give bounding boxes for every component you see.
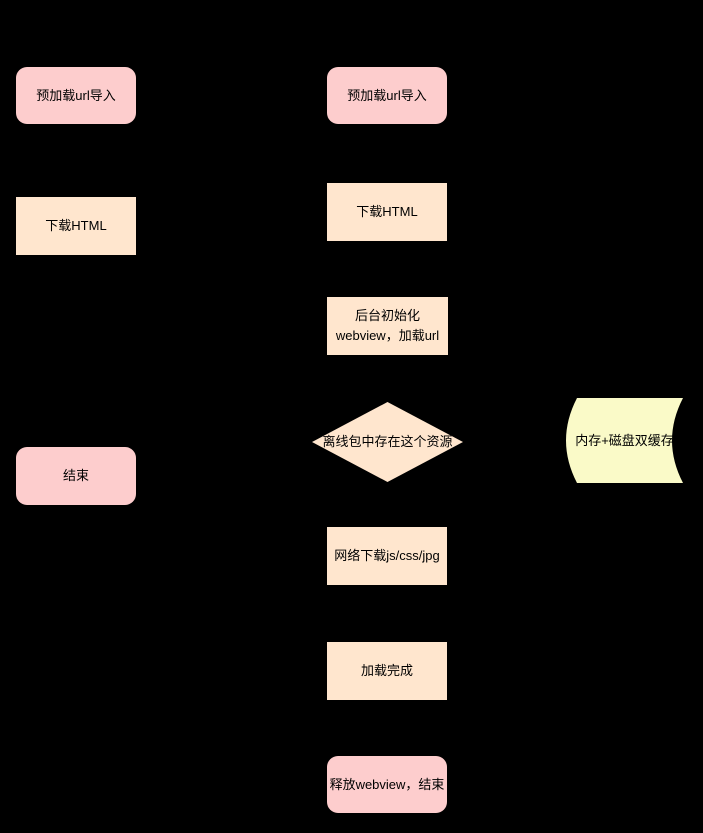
node-label: 下载HTML [356,204,418,219]
node-end-left: 结束 [16,447,136,505]
node-label: 网络下载js/css/jpg [334,548,440,563]
node-network-download: 网络下载js/css/jpg [327,527,447,585]
node-label: 加载完成 [360,663,413,678]
stored-data-shape-icon [566,398,683,483]
node-release-webview-end: 释放webview，结束 [327,756,447,813]
node-label: 结束 [62,468,89,483]
node-init-webview: 后台初始化 webview，加载url [327,297,448,355]
node-preload-url-left: 预加载url导入 [16,67,136,124]
node-label: 预加载url导入 [36,87,116,103]
node-preload-url-mid: 预加载url导入 [327,67,447,124]
node-label: 后台初始化 webview，加载url [335,308,440,343]
node-label: 下载HTML [45,218,107,233]
node-download-html-left: 下载HTML [16,197,136,255]
node-label: 释放webview，结束 [329,776,445,792]
node-load-complete: 加载完成 [327,642,447,700]
node-decision-offline-package: 离线包中存在这个资源 [312,402,463,482]
node-download-html-mid: 下载HTML [327,183,447,241]
node-label: 预加载url导入 [347,87,427,103]
node-label: 内存+磁盘双缓存 [575,432,674,448]
node-memory-disk-cache: 内存+磁盘双缓存 [566,398,683,483]
node-label: 离线包中存在这个资源 [322,434,453,449]
